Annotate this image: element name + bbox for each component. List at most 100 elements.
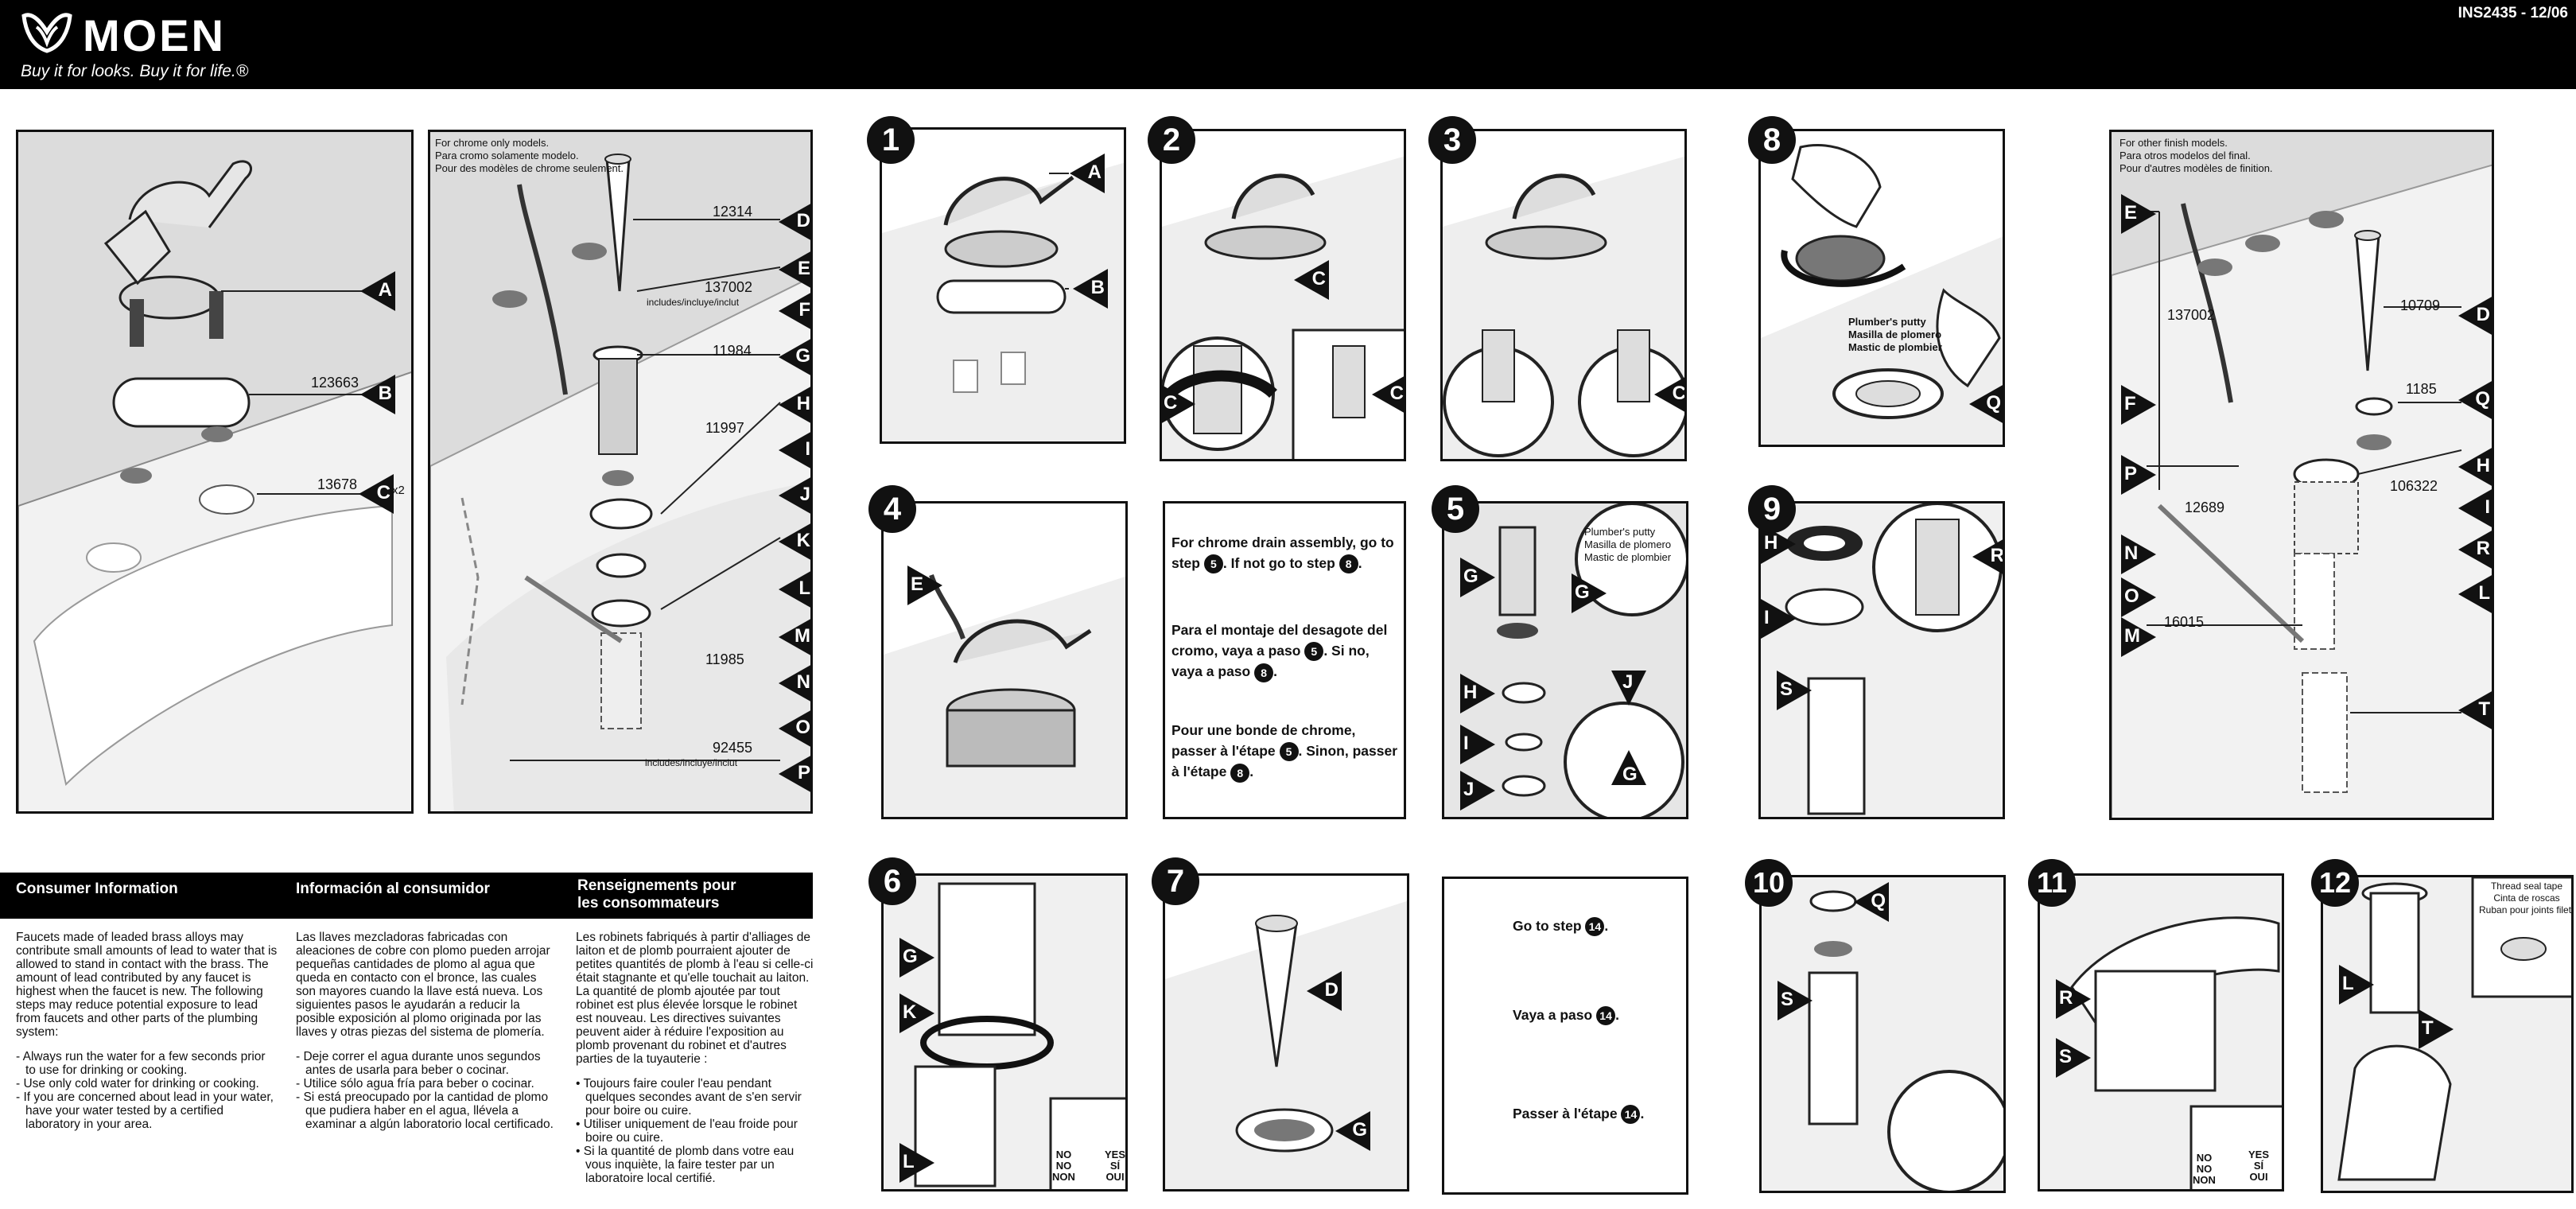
step-1-number: 1 [867,116,915,164]
step-10-panel: Q S [1759,875,2006,1193]
step-4-number: 4 [868,485,916,533]
step-6-label-g: G [899,938,934,978]
step-9-number: 9 [1748,485,1796,533]
consumer-title-es: Información al consumidor [296,881,490,897]
step-9-label-h: H [1761,524,1796,564]
step-2-label-c-2: C [1162,384,1195,424]
step-1-label-a: A [1070,154,1105,193]
step-12-number: 12 [2311,859,2359,907]
step-3-label-c: C [1654,375,1684,414]
part-number-q: 1185 [2406,381,2437,397]
step-3-number: 3 [1428,116,1476,164]
chrome-parts-illustration [430,154,810,811]
consumer-title-fr: Renseignements pour les consommateurs [577,877,736,912]
consumer-info-es: Las llaves mezcladoras fabricadas con al… [296,931,554,1131]
step-10-label-s: S [1778,981,1813,1020]
step-7-label-g: G [1335,1111,1370,1151]
step-2-label-c-3: C [1372,375,1404,414]
label-c-tag: C [359,474,394,514]
step-7-label-d: D [1307,971,1342,1011]
part-number-hijk: 11997 [705,420,744,436]
other-finish-illustration [2112,164,2492,818]
part-number-g: 11984 [713,343,752,359]
step-2-label-c-1: C [1294,260,1329,300]
overview-illustration [18,160,411,811]
step-9-label-s: S [1777,671,1812,710]
step-11-label-s: S [2056,1038,2091,1078]
part-number-c: 13678 [317,476,358,492]
includes-note-op: includes/incluye/inclut [645,757,738,768]
instruction-fr: Pour une bonde de chrome, passer à l'éta… [1171,720,1404,783]
faucet-overview-panel: A 123663 B 13678 C x2 [16,130,414,814]
goto-es: Vaya a paso 14. [1513,1005,1619,1026]
step-8-number: 8 [1748,116,1796,164]
step-10-label-q: Q [1854,882,1889,922]
go-to-step-panel: Go to step 14. Vaya a paso 14. Passer à … [1442,877,1688,1195]
part-number-d-other: 10709 [2400,297,2441,313]
instruction-en: For chrome drain assembly, go to step 5.… [1171,532,1404,574]
part-number-ef: 137002 [705,279,753,295]
step-2-panel: C C C [1160,129,1406,461]
step-11-number: 11 [2028,859,2076,907]
step-4-label-e: E [907,566,942,605]
step-6-number: 6 [868,857,916,905]
step-7-number: 7 [1152,857,1199,905]
chrome-drain-instructions-panel: For chrome drain assembly, go to step 5.… [1163,501,1406,819]
consumer-info-en: Faucets made of leaded brass alloys may … [16,931,278,1131]
goto-en: Go to step 14. [1513,915,1608,937]
step-10-number: 10 [1745,859,1793,907]
document-number: INS2435 - 12/06 [2457,5,2568,21]
quantity-c: x2 [392,484,405,497]
goto-fr: Passer à l'étape 14. [1513,1103,1644,1125]
step-1-label-b: B [1073,269,1108,309]
chrome-note: For chrome only models.Para cromo solame… [435,137,624,174]
step-1-panel: A B [880,127,1126,444]
step-4-panel: E [881,501,1128,819]
step-3-panel: C [1440,129,1687,461]
step-5-number: 5 [1432,485,1479,533]
label-a-tag: A [360,271,395,311]
step-9-panel: H I S R [1758,501,2005,819]
consumer-title-en: Consumer Information [16,881,178,897]
step-12-label-t: T [2419,1009,2454,1049]
includes-note-ef: includes/incluye/inclut [647,297,740,308]
step-11-label-r: R [2056,979,2091,1019]
part-number-e: 137002 [2167,307,2216,323]
step-9-label-i: I [1761,599,1796,639]
step-12-label-l: L [2339,965,2374,1005]
part-number-m: 16015 [2164,614,2205,630]
step-2-number: 2 [1148,116,1195,164]
consumer-info-fr: Les robinets fabriqués à partir d'alliag… [576,931,814,1185]
part-number-nop: 12689 [2185,500,2225,515]
moen-logo-icon [21,13,72,53]
label-b-tag: B [360,375,395,414]
step-6-label-k: K [899,993,934,1033]
header-bar: MOEN Buy it for looks. Buy it for life.®… [0,0,2576,89]
other-finish-note: For other finish models.Para otros model… [2119,137,2273,174]
step-7-panel: D G [1163,873,1409,1192]
brand-tagline: Buy it for looks. Buy it for life.® [21,62,249,80]
part-number-b: 123663 [311,375,359,391]
step-9-label-r: R [1972,537,2003,577]
chrome-parts-panel: For chrome only models.Para cromo solame… [428,130,813,814]
step-6-label-l: L [899,1143,934,1183]
part-number-d: 12314 [713,204,753,220]
brand-name: MOEN [83,10,226,60]
instruction-es: Para el montaje del desagote del cromo, … [1171,620,1404,682]
part-number-op: 92455 [713,740,753,756]
part-number-mn: 11985 [705,651,744,667]
consumer-info-header: Consumer Information Información al cons… [0,873,813,919]
other-finish-parts-panel: For other finish models.Para otros model… [2109,130,2494,820]
